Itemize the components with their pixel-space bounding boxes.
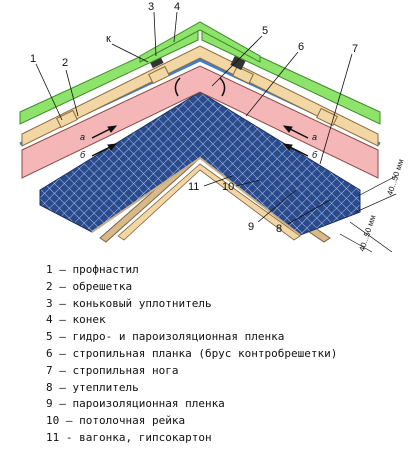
- dimension-label-2: 40...50 мм: [357, 214, 377, 253]
- flow-label-b-right: б: [312, 150, 318, 160]
- marker-k: к: [106, 33, 111, 45]
- legend-item: 6 – стропильная планка (брус контробреше…: [46, 346, 338, 360]
- legend-item: 5 – гидро- и пароизоляционная пленка: [46, 330, 285, 344]
- flow-label-b-left: б: [80, 150, 86, 160]
- ridge-sealant-right: [230, 55, 246, 71]
- roof-ridge-cross-section-diagram: а б а б 1 2 3 4 5 6 7 11 10 9 8 к 40...5…: [19, 1, 406, 253]
- callout-2: 2: [62, 57, 68, 69]
- callout-8: 8: [276, 223, 282, 235]
- callout-11: 11: [188, 181, 199, 193]
- legend-list: 1 – профнастил 2 – обрешетка 3 – коньков…: [46, 262, 337, 447]
- counter-batten: [21, 45, 379, 147]
- dimension-lines: [339, 175, 397, 253]
- legend-item: 9 – пароизоляционная пленка: [46, 397, 225, 411]
- legend-item: 1 – профнастил: [46, 263, 139, 276]
- leader-lines: [35, 11, 353, 225]
- callout-3: 3: [148, 1, 154, 13]
- legend-item: 11 - вагонка, гипсокартон: [46, 430, 212, 444]
- callout-10: 10: [222, 181, 234, 193]
- ridge-cap: [139, 21, 261, 63]
- legend-item: 8 – утеплитель: [46, 380, 139, 394]
- legend-item: 7 – стропильная нога: [46, 363, 179, 377]
- legend-item: 3 – коньковый уплотнитель: [46, 296, 212, 310]
- legend-item: 2 – обрешетка: [46, 279, 133, 293]
- legend-item: 10 – потолочная рейка: [46, 414, 186, 428]
- callout-1: 1: [30, 53, 36, 65]
- vapour-barrier-film: [91, 156, 301, 236]
- dimension-label-1: 40...50 мм: [385, 158, 405, 197]
- ceiling-batten: [117, 163, 301, 241]
- callout-5: 5: [262, 25, 268, 37]
- flow-label-a-left: а: [80, 132, 85, 142]
- callout-9: 9: [248, 221, 254, 233]
- air-flow-arrows: [91, 77, 309, 157]
- flow-label-a-right: а: [312, 132, 317, 142]
- rafter: [21, 65, 379, 179]
- callout-4: 4: [174, 1, 180, 13]
- legend-item: 4 – конек: [46, 313, 106, 327]
- callout-7: 7: [352, 43, 358, 55]
- callout-6: 6: [298, 41, 304, 53]
